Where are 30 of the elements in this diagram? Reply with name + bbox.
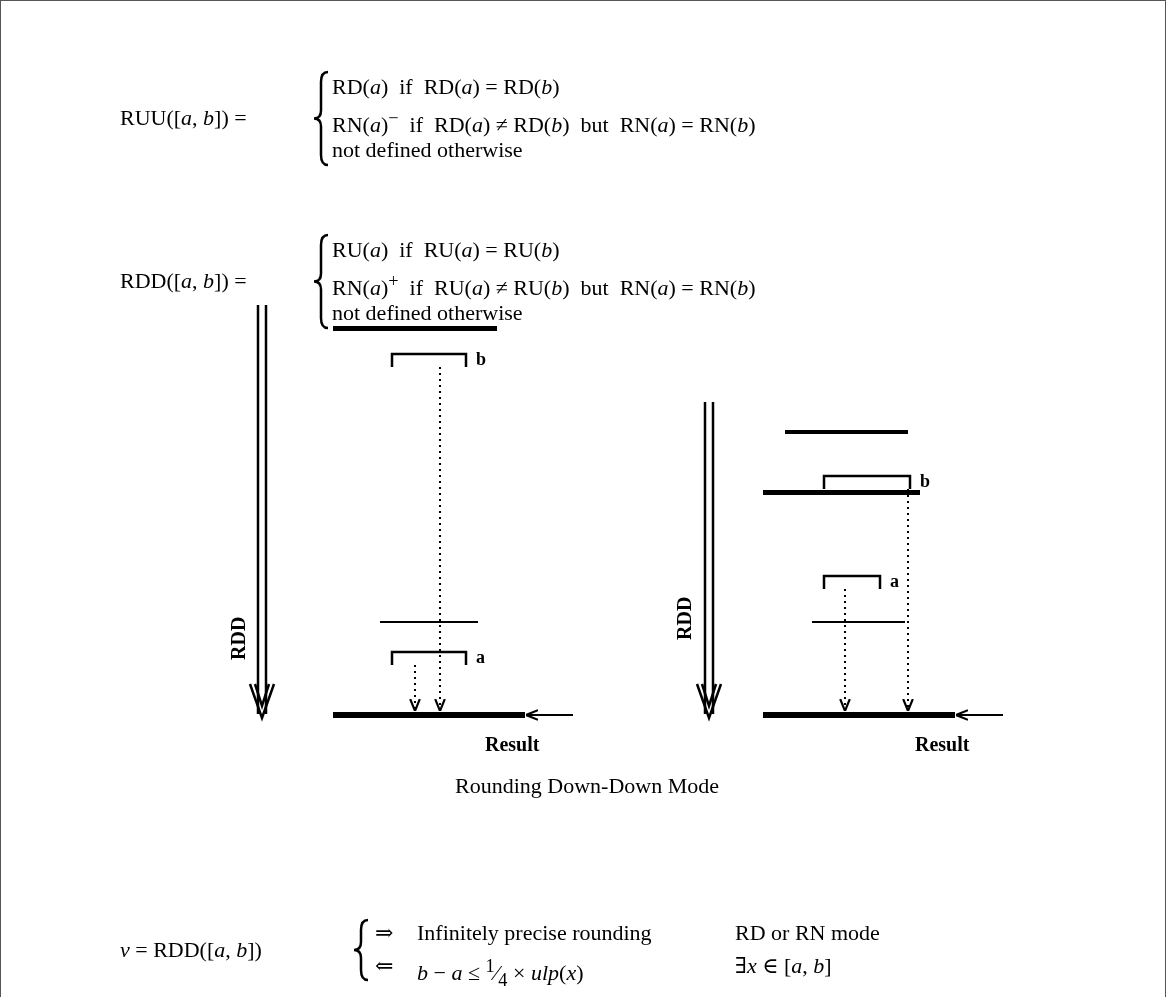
arrow [954,709,1004,721]
formula-text: RN(a)$^{−}$ if RD(a) ≠ RD(b) but RN(a) = RN(b) [332,107,756,139]
dotted-arrow [839,588,851,713]
formula-text: RN(a)$^{+}$ if RU(a) ≠ RU(b) but RN(a) = RN(b) [332,270,756,302]
formula-text: RUU([a, b]) = [120,105,247,131]
interval-label: a [476,646,485,668]
result-label: Result [485,732,540,756]
dotted-arrow [409,664,421,713]
formula-text: RD(a) if RD(a) = RD(b) [332,74,560,100]
axis-label: RDD [672,596,696,640]
implication-symbol: ⇒ [375,920,394,946]
formula-text: RU(a) if RU(a) = RU(b) [332,237,560,263]
interval-label: b [920,470,930,492]
formula-text: b − a ≤ $^{1}$⁄$_{4}$ × ulp(x) [417,955,584,992]
dotted-arrow [434,366,446,713]
result-label: Result [915,732,970,756]
dotted-arrow [902,488,914,713]
formula-text: not defined otherwise [332,137,523,163]
formula-text: RDD([a, b]) = [120,268,247,294]
implication-symbol: ⇐ [375,953,394,979]
interval-label: b [476,348,486,370]
formula-text: ∃x ∈ [a, b] [735,953,832,979]
caption: Rounding Down-Down Mode [455,773,719,799]
formula-text: v = RDD([a, b]) [120,937,262,963]
axis-label: RDD [226,616,250,660]
formula-text: not defined otherwise [332,300,523,326]
formula-text: RD or RN mode [735,920,880,946]
formula-text: Infinitely precise rounding [417,920,652,946]
arrow [524,709,574,721]
interval-label: a [890,570,899,592]
